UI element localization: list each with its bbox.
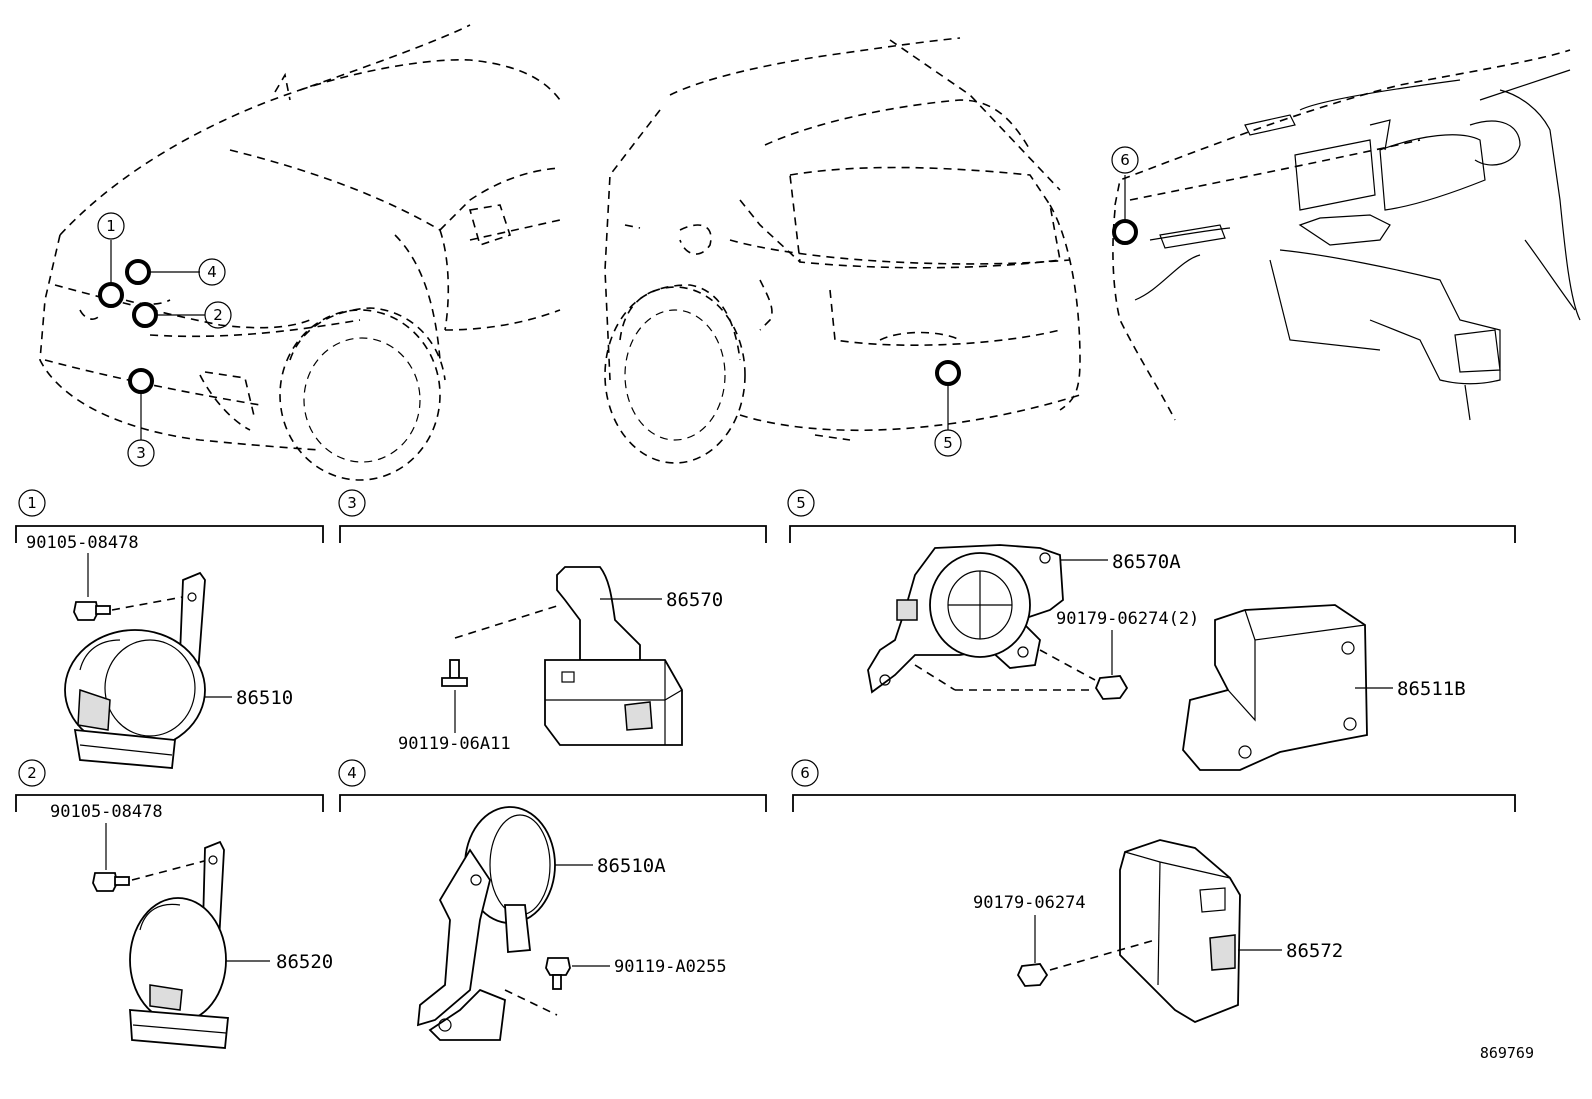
svg-text:4: 4 bbox=[347, 764, 357, 782]
part-number-86570A: 86570A bbox=[1112, 551, 1181, 573]
sensor-86570-illustration bbox=[544, 566, 683, 746]
svg-text:3: 3 bbox=[136, 444, 146, 462]
bolt-icon bbox=[92, 872, 130, 892]
svg-text:4: 4 bbox=[207, 263, 217, 281]
siren-86570A-illustration bbox=[867, 544, 1064, 694]
rear-vehicle-illustration bbox=[604, 37, 1081, 464]
horn-86520-illustration bbox=[129, 840, 229, 1049]
callout-5-rear: 5 bbox=[934, 429, 962, 457]
svg-text:3: 3 bbox=[347, 494, 357, 512]
part-number-86511B: 86511B bbox=[1397, 678, 1466, 700]
interior-location-marker bbox=[1112, 175, 1138, 245]
svg-text:2: 2 bbox=[27, 764, 37, 782]
ecu-86572-illustration bbox=[1119, 839, 1241, 1024]
svg-text:5: 5 bbox=[796, 494, 806, 512]
front-location-markers bbox=[98, 240, 205, 440]
diagram-reference-number: 869769 bbox=[1480, 1044, 1534, 1062]
front-vehicle-illustration bbox=[39, 24, 561, 481]
part-number-86510: 86510 bbox=[236, 687, 293, 709]
svg-text:6: 6 bbox=[800, 764, 810, 782]
section-2: 2 90105-08478 86520 bbox=[15, 759, 333, 1049]
callout-2-front: 2 bbox=[204, 301, 232, 329]
screw-icon bbox=[441, 659, 468, 687]
svg-text:1: 1 bbox=[27, 494, 37, 512]
part-number-90179-06274: 90179-06274 bbox=[973, 893, 1086, 913]
part-number-86570: 86570 bbox=[666, 589, 723, 611]
callout-1-front: 1 bbox=[97, 212, 125, 240]
svg-text:1: 1 bbox=[106, 217, 116, 235]
section-6: 6 86572 90179-06274 bbox=[791, 759, 1516, 1024]
bolt-icon bbox=[545, 957, 571, 990]
rear-location-marker bbox=[935, 360, 961, 430]
section-3: 3 86570 90119-06A11 bbox=[338, 489, 767, 754]
part-number-86520: 86520 bbox=[276, 951, 333, 973]
bolt-icon bbox=[73, 601, 111, 621]
svg-text:2: 2 bbox=[213, 306, 223, 324]
part-number-90119-A0255: 90119-A0255 bbox=[614, 957, 727, 977]
section-4: 4 86510A 90119-A0255 bbox=[338, 759, 767, 1041]
callout-3-front: 3 bbox=[127, 439, 155, 467]
horn-86510A-illustration bbox=[416, 806, 556, 1041]
part-number-86572: 86572 bbox=[1286, 940, 1343, 962]
callout-4-front: 4 bbox=[198, 258, 226, 286]
svg-text:5: 5 bbox=[943, 434, 953, 452]
part-number-90179-06274-2: 90179-06274(2) bbox=[1056, 609, 1199, 629]
part-number-90105-08478-s1: 90105-08478 bbox=[26, 533, 139, 553]
part-number-90105-08478-s2: 90105-08478 bbox=[50, 802, 163, 822]
interior-dashboard-illustration bbox=[1112, 49, 1581, 421]
section-5: 5 86570A 90179-06274(2) bbox=[787, 489, 1516, 771]
section-1: 1 90105-08478 86510 bbox=[15, 489, 324, 769]
part-number-86510A: 86510A bbox=[597, 855, 666, 877]
svg-text:6: 6 bbox=[1120, 151, 1130, 169]
horn-86510-illustration bbox=[64, 571, 206, 769]
bracket-86511B-illustration bbox=[1182, 604, 1368, 771]
nut-icon bbox=[1094, 675, 1129, 700]
callout-6-interior: 6 bbox=[1111, 146, 1139, 174]
nut-icon bbox=[1016, 963, 1049, 987]
part-number-90119-06A11: 90119-06A11 bbox=[398, 734, 511, 754]
